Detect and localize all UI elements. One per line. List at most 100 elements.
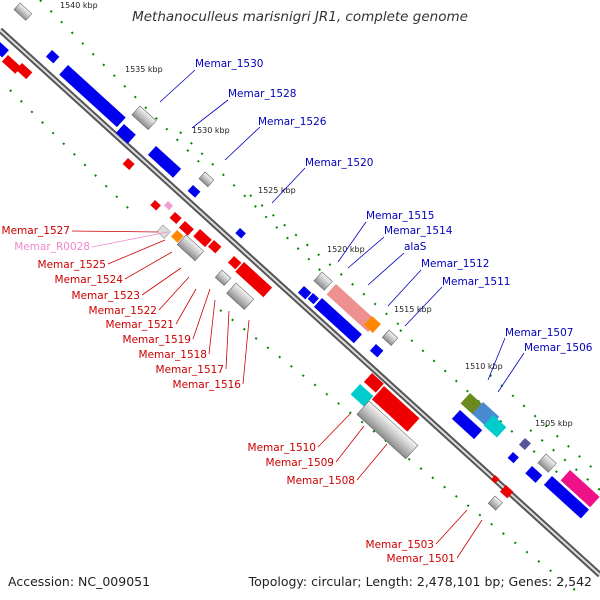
leader-line [242,319,250,385]
gene-features [0,2,600,519]
gene-block[interactable] [214,269,232,286]
gene-block[interactable] [169,212,182,224]
leader-line [317,413,351,448]
gene-label[interactable]: Memar_1517 [156,364,224,376]
gene-block[interactable] [297,286,312,300]
genome-backbone [0,27,600,578]
gene-block[interactable] [356,400,419,460]
gene-block[interactable] [198,171,215,188]
gene-block[interactable] [313,298,362,344]
gene-block[interactable] [518,438,531,451]
gene-label[interactable]: Memar_1507 [505,327,573,339]
gene-block[interactable] [115,124,136,144]
gene-label[interactable]: Memar_1522 [89,305,157,317]
gene-label[interactable]: Memar_1515 [366,210,434,222]
gene-block[interactable] [15,63,33,80]
gene-block[interactable] [369,344,384,358]
gene-block[interactable] [543,476,589,519]
leader-line [347,236,385,269]
gene-block[interactable] [59,65,126,128]
leader-line [159,69,196,103]
gene-block[interactable] [507,452,519,464]
gene-label[interactable]: Memar_1512 [421,258,489,270]
tick-label: 1540 kbp [60,1,98,10]
gene-block[interactable] [483,415,507,438]
gene-label[interactable]: Memar_1521 [106,319,174,331]
gene-block[interactable] [122,158,135,170]
leader-line [487,337,506,381]
gene-block[interactable] [363,373,384,393]
gene-label[interactable]: Memar_1503 [366,539,434,551]
tick-label: 1525 kbp [258,186,296,195]
leader-line [404,286,443,327]
gene-label[interactable]: Memar_1524 [55,274,124,286]
gene-block[interactable] [163,201,174,211]
gene-label[interactable]: Memar_1506 [524,342,593,354]
gene-label[interactable]: Memar_1523 [72,290,140,302]
gene-block[interactable] [178,221,194,236]
tick-label: 1530 kbp [192,126,230,135]
leader-line [208,299,216,355]
tick-line [39,0,206,169]
gene-block[interactable] [156,224,171,239]
tick-label: 1515 kbp [394,305,432,314]
gene-label[interactable]: Memar_R0028 [14,241,90,253]
gene-block[interactable] [235,262,273,298]
gene-label[interactable]: Memar_1516 [173,379,242,391]
gene-block[interactable] [326,284,378,333]
gene-block[interactable] [499,485,514,499]
gene-label[interactable]: Memar_1526 [258,116,327,128]
gene-block[interactable] [0,42,9,58]
gene-block[interactable] [131,105,157,131]
gene-label[interactable]: Memar_1518 [139,349,207,361]
gene-block[interactable] [460,393,482,415]
gene-block[interactable] [176,234,205,262]
leader-line [356,443,388,481]
leader-line [367,252,405,286]
gene-block[interactable] [490,475,500,484]
gene-block[interactable] [193,229,212,248]
gene-label[interactable]: alaS [404,241,427,253]
gene-label[interactable]: Memar_1510 [248,442,316,454]
tick-line [9,89,136,216]
gene-block[interactable] [350,384,374,407]
tick-line [529,429,600,491]
gene-block[interactable] [381,329,399,346]
gene-label[interactable]: Memar_1520 [305,157,373,169]
gene-label[interactable]: Memar_1525 [38,259,106,271]
gene-block[interactable] [307,293,319,305]
gene-label[interactable]: Memar_1519 [123,334,191,346]
gene-block[interactable] [525,466,543,483]
gene-label[interactable]: Memar_1501 [387,553,455,565]
gene-block[interactable] [226,282,255,310]
gene-block[interactable] [227,256,242,270]
gene-block[interactable] [13,2,33,21]
gene-block[interactable] [371,386,420,432]
gene-block[interactable] [537,453,557,473]
gene-block[interactable] [235,228,246,239]
gene-block[interactable] [207,240,222,254]
tick-label: 1535 kbp [125,65,163,74]
gene-label[interactable]: Memar_1511 [442,276,510,288]
leader-line [456,519,483,559]
gene-label[interactable]: Memar_1508 [287,475,355,487]
gene-label[interactable]: Memar_1509 [266,457,334,469]
gene-block[interactable] [363,316,381,333]
gene-label[interactable]: Memar_1514 [384,225,453,237]
accession-label: Accession: NC_009051 [8,574,151,589]
gene-block[interactable] [150,200,161,211]
leader-line [107,239,166,265]
gene-block[interactable] [560,470,600,508]
tick-label: 1510 kbp [465,362,503,371]
gene-block[interactable] [451,410,483,440]
gene-label[interactable]: Memar_1530 [195,58,263,70]
gene-block[interactable] [147,146,182,178]
gene-block[interactable] [170,230,184,243]
gene-block[interactable] [45,50,60,64]
gene-block[interactable] [313,271,333,291]
gene-label[interactable]: Memar_1527 [2,225,70,237]
gene-block[interactable] [487,495,503,511]
gene-block[interactable] [187,185,201,198]
gene-label[interactable]: Memar_1528 [228,88,296,100]
